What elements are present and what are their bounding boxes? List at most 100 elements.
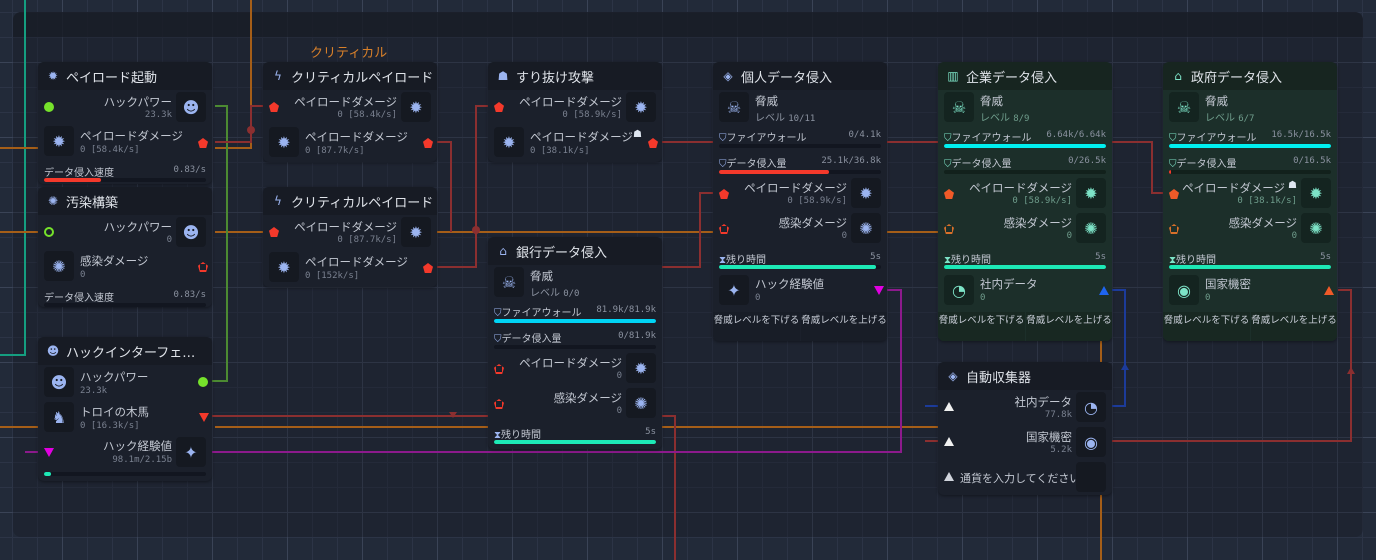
input-pin-payload[interactable] [494,102,504,112]
intrusion-progress [1169,170,1331,174]
infect-label: 感染ダメージ [778,216,847,230]
intrusion-progress-fill [719,170,830,174]
output-pin-payload[interactable] [423,263,433,273]
firewall-value: 81.9k/81.9k [596,305,656,315]
input-pin-payload[interactable] [494,364,504,374]
output-label: 社内データ [980,277,1038,291]
output-label: ハック経験値 [755,277,824,291]
payload-value: 0 [58.9k/s] [1012,196,1072,206]
input-pin-payload[interactable] [944,189,954,199]
gear-burst-icon: ✹ [44,126,74,156]
empty-slot[interactable] [1076,462,1106,492]
infect-label: 感染ダメージ [1228,216,1297,230]
node-hack-interface[interactable]: ☻ハックインターフェ… ☻ ハックパワー 23.3k ♞ トロイの木馬 0 [1… [38,337,212,481]
output-pin-infect[interactable] [198,262,208,272]
hourglass-icon: ⧗ [944,255,952,266]
payload-label: ペイロードダメージ [744,181,847,195]
intrusion-label: ⛉データ侵入量 [1169,159,1237,170]
input-pin-payload[interactable] [1169,189,1179,199]
raise-threat-button[interactable]: 脅威レベルを上げる [1251,312,1337,341]
intrusion-value: 25.1k/36.8k [821,156,881,166]
group-frame[interactable] [13,12,1363,537]
node-title: ハックインターフェ… [66,345,196,361]
input-pin-infect[interactable] [944,224,954,234]
time-label: ⧗残り時間 [1169,255,1217,266]
output-pin-corp-data[interactable] [1099,286,1109,296]
input-pin-exp[interactable] [44,448,54,458]
output-pin-exp[interactable] [874,286,884,296]
rate-progress [44,178,206,182]
threat-label: 脅威 [1205,94,1228,108]
time-value: 5s [645,427,656,437]
node-title: すり抜け攻撃 [516,70,595,86]
input-pin-corp-data[interactable] [944,402,954,412]
rate-label: データ侵入速度 [44,168,114,179]
virus-icon: ✺ [626,388,656,418]
gear-burst-icon: ✹ [626,92,656,122]
threat-label: 脅威 [530,269,553,283]
output-pin-payload[interactable] [648,138,658,148]
infect-value: 0 [1066,231,1072,241]
node-payload-start[interactable]: ✹ペイロード起動 ハックパワー 23.3k ☻ ✹ ペイロードダメージ 0 [5… [38,62,212,184]
rate-value: 0.83/s [173,165,206,175]
input-pin-hack-power[interactable] [44,227,54,237]
intrusion-progress-fill [1169,170,1171,174]
node-bank-intrusion[interactable]: ⌂銀行データ侵入 ☠ 脅威 レベル 0/0 ⛉ファイアウォール 81.9k/81… [488,237,662,449]
node-auto-collector[interactable]: ◈自動収集器 社内データ 77.8k ◔ 国家機密 5.2k ◉ 通貨を入力して… [938,362,1112,495]
time-progress [944,265,1106,269]
node-bypass-attack[interactable]: ☗すり抜け攻撃 ペイロードダメージ 0 [58.9k/s] ✹ ✹ ペイロードダ… [488,62,662,162]
group-header[interactable] [13,12,1363,37]
input-pin-currency[interactable] [944,472,954,482]
shield-icon: ⛉ [494,308,502,319]
firewall-progress-fill [944,144,1106,148]
node-title: 個人データ侵入 [741,70,833,86]
lower-threat-button[interactable]: 脅威レベルを下げる [1163,312,1250,341]
eye-icon: ◉ [1169,275,1199,305]
sparkle-icon: ✦ [176,437,206,467]
input-pin-hack-power[interactable] [44,102,54,112]
payload-value: 0 [616,371,622,381]
infect-value: 0 [80,270,86,280]
input-pin-payload[interactable] [719,189,729,199]
payload-in-label: ペイロードダメージ [519,95,622,109]
knight-icon: ♞ [44,402,74,432]
hack-power-label: ハックパワー [103,95,172,109]
input-pin-infect[interactable] [719,224,729,234]
lower-threat-button[interactable]: 脅威レベルを下げる [713,312,800,341]
threat-label: 脅威 [980,94,1003,108]
time-label: ⧗残り時間 [719,255,767,266]
currency-input[interactable]: 通貨を入力してください [960,472,1078,485]
node-personal-intrusion[interactable]: ◈個人データ侵入 ☠ 脅威 レベル 10/11 ⛉ファイアウォール 0/4.1k… [713,62,887,341]
state-secret-value: 5.2k [1050,445,1072,455]
raise-threat-button[interactable]: 脅威レベルを上げる [1026,312,1112,341]
output-pin-state-secret[interactable] [1324,286,1334,296]
output-pin-payload[interactable] [198,138,208,148]
input-pin-infect[interactable] [1169,224,1179,234]
time-value: 5s [870,252,881,262]
gear-burst-icon: ✹ [494,127,524,157]
input-pin-payload[interactable] [269,102,279,112]
intrusion-value: 0/81.9k [618,331,656,341]
output-pin-payload[interactable] [423,138,433,148]
input-pin-state-secret[interactable] [944,437,954,447]
hourglass-icon: ⧗ [494,430,502,441]
node-government-intrusion[interactable]: ⌂政府データ侵入 ☠ 脅威 レベル 6/7 ⛉ファイアウォール 16.5k/16… [1163,62,1337,341]
output-pin-trojan[interactable] [199,413,209,423]
intrusion-progress [719,170,881,174]
gear-burst-icon: ✹ [401,217,431,247]
lower-threat-button[interactable]: 脅威レベルを下げる [938,312,1025,341]
node-infection-build[interactable]: ✺汚染構築 ハックパワー 0 ☻ ✺ 感染ダメージ 0 データ侵入速度 0.83… [38,187,212,307]
shield-icon: ⛉ [719,159,727,170]
input-pin-payload[interactable] [269,227,279,237]
output-pin-hack-power[interactable] [198,377,208,387]
node-corporate-intrusion[interactable]: ▥企業データ侵入 ☠ 脅威 レベル 8/9 ⛉ファイアウォール 6.64k/6.… [938,62,1112,341]
infect-value: 0 [1291,231,1297,241]
trojan-value: 0 [16.3k/s] [80,421,140,431]
skull-icon: ☠ [1169,92,1199,122]
raise-threat-button[interactable]: 脅威レベルを上げる [801,312,887,341]
payload-label: ペイロードダメージ [519,356,622,370]
eye-icon: ◉ [1076,427,1106,457]
input-pin-infect[interactable] [494,399,504,409]
